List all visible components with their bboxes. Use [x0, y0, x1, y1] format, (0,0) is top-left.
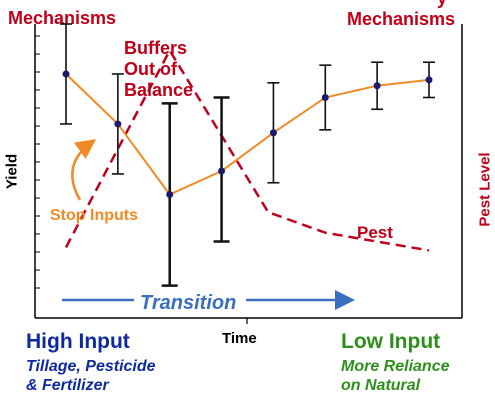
low-input-mechanisms-label: Mechanisms [347, 9, 456, 29]
pest-annotation: Pest [357, 223, 393, 242]
transition-annotation: Transition [140, 292, 236, 314]
yield-data-point [218, 167, 226, 175]
low-input-title: Low Input [341, 330, 441, 353]
stop-inputs-annotation: Stop Inputs [50, 207, 138, 224]
right-mechanisms-label-fragment: y [437, 0, 447, 9]
high-input-title: High Input [26, 330, 130, 353]
buffers-annotation-line: Buffers [124, 38, 187, 58]
low-input-desc-line-1: More Reliance [341, 358, 450, 375]
high-input-desc-line-1: Tillage, Pesticide [26, 358, 156, 375]
yield-data-point [62, 70, 70, 78]
buffers-annotation-line: Balance [124, 80, 193, 100]
y2-axis-label-pest-level: Pest Level [476, 152, 494, 227]
yield-data-point [166, 191, 174, 199]
yield-data-point [269, 129, 277, 137]
low-input-desc-line-2: on Natural [341, 377, 421, 394]
yield-data-point [425, 76, 433, 84]
x-axis-label-time: Time [222, 330, 257, 347]
yield-data-point [114, 120, 122, 128]
yield-series-line [65, 73, 430, 196]
high-input-mechanisms-label: Mechanisms [8, 8, 117, 28]
yield-data-point [373, 82, 381, 90]
yield-data-point [321, 94, 329, 101]
y-axis-label-yield: Yield [3, 153, 21, 190]
high-input-desc-line-2: & Fertilizer [26, 377, 109, 394]
buffers-annotation-line: Out of [124, 59, 178, 79]
stop-inputs-arrow [71, 139, 97, 201]
pest-series-line [64, 47, 430, 252]
